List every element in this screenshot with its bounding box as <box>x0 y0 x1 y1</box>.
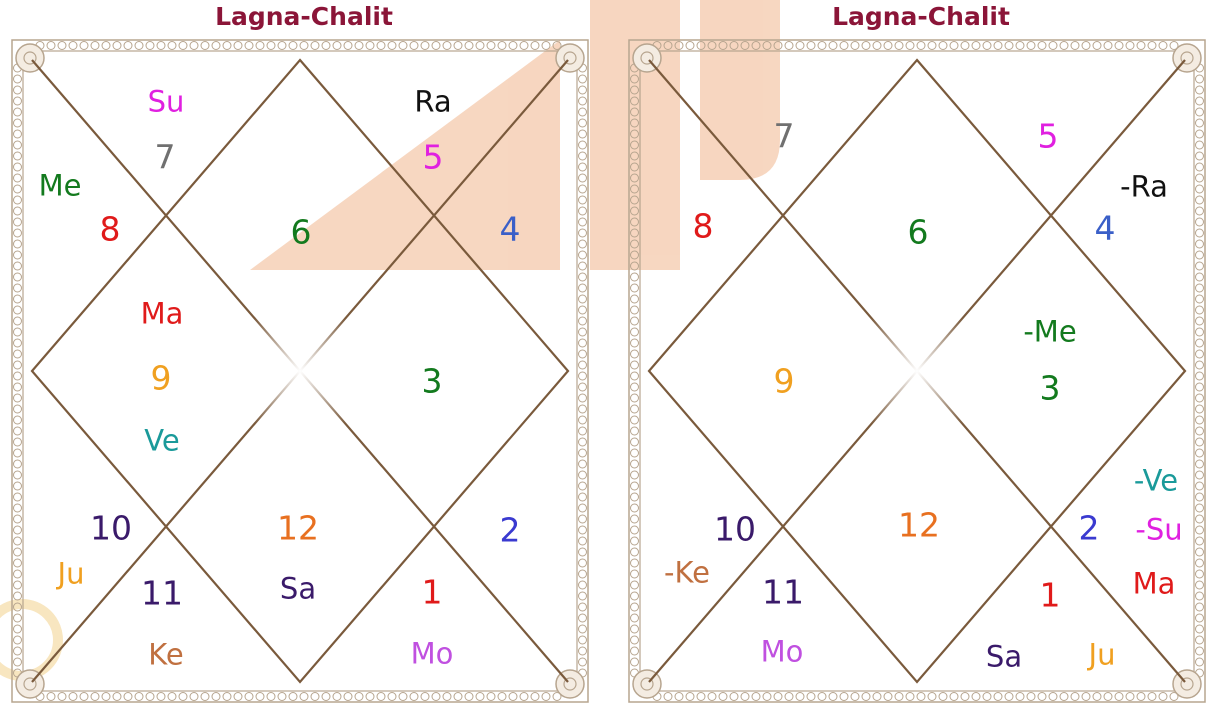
planet-label-sa: Sa <box>280 575 316 604</box>
house-number-h10: 10 <box>90 512 132 545</box>
house-number-h11: 11 <box>141 577 183 610</box>
house-number-h8: 8 <box>100 213 121 246</box>
planet-label-me: -Me <box>1023 318 1076 347</box>
house-number-h7: 7 <box>774 120 795 153</box>
house-number-h11: 11 <box>762 576 804 609</box>
planet-label-ma: Ma <box>141 300 184 329</box>
planet-label-su: Su <box>148 88 185 117</box>
house-number-h9: 9 <box>774 365 795 398</box>
chart-title-left: Lagna-Chalit <box>104 2 504 31</box>
planet-label-su: -Su <box>1135 516 1182 545</box>
house-number-h4: 4 <box>1095 212 1116 245</box>
house-number-h12: 12 <box>898 509 940 542</box>
house-number-h7: 7 <box>155 141 176 174</box>
center-glow <box>230 301 370 441</box>
planet-label-ra: Ra <box>414 88 451 117</box>
chart-frame <box>627 38 1206 704</box>
planet-label-ve: Ve <box>144 427 179 456</box>
house-number-h3: 3 <box>1040 372 1061 405</box>
planet-label-ju: Ju <box>1089 641 1116 670</box>
house-number-h6: 6 <box>908 216 929 249</box>
planet-label-mo: Mo <box>411 640 454 669</box>
house-number-h6: 6 <box>291 216 312 249</box>
house-number-h10: 10 <box>714 513 756 546</box>
house-number-h1: 1 <box>1040 579 1061 612</box>
house-number-h5: 5 <box>1038 120 1059 153</box>
planet-label-ju: Ju <box>58 560 85 589</box>
planet-label-ke: -Ke <box>664 559 710 588</box>
house-number-h9: 9 <box>151 362 172 395</box>
chart-title-right: Lagna-Chalit <box>721 2 1121 31</box>
house-number-h5: 5 <box>423 141 444 174</box>
house-number-h3: 3 <box>422 365 443 398</box>
planet-label-ra: -Ra <box>1120 173 1168 202</box>
planet-label-ma: Ma <box>1133 570 1176 599</box>
house-number-h4: 4 <box>500 213 521 246</box>
planet-label-ve: -Ve <box>1134 467 1178 496</box>
house-number-h8: 8 <box>693 210 714 243</box>
planet-label-me: Me <box>39 172 82 201</box>
house-number-h2: 2 <box>1079 512 1100 545</box>
planet-label-ke: Ke <box>148 641 183 670</box>
house-number-h12: 12 <box>277 512 319 545</box>
house-number-h1: 1 <box>422 576 443 609</box>
planet-label-mo: Mo <box>761 638 804 667</box>
house-number-h2: 2 <box>500 514 521 547</box>
planet-label-sa: Sa <box>986 643 1022 672</box>
center-glow <box>847 301 987 441</box>
